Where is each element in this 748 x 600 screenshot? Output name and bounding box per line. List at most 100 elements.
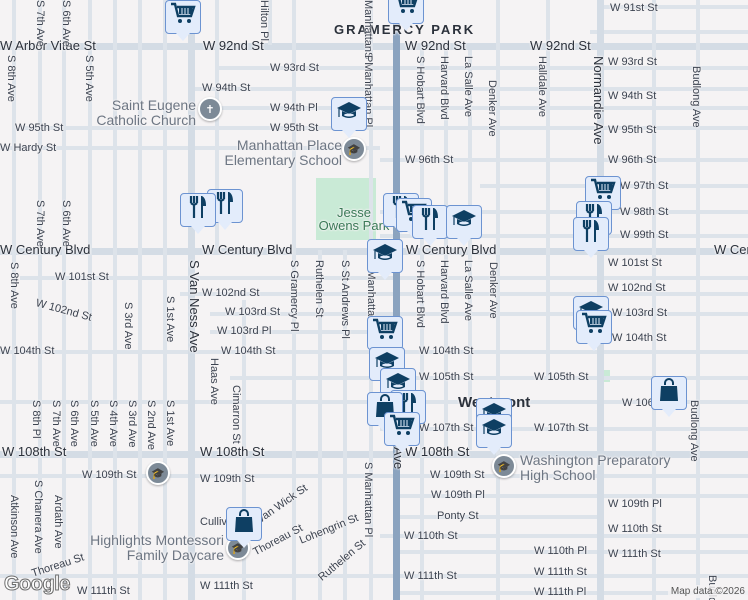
map-marker-shopping-cart[interactable] <box>388 0 424 31</box>
road-ruthelen-st <box>318 250 322 600</box>
road-w-98th-st <box>380 210 748 214</box>
road-s-manhattan-pl <box>369 0 373 600</box>
school-icon <box>385 370 411 400</box>
poi-label-highlights-montessori[interactable]: Highlights Montessori Family Daycare <box>84 533 224 563</box>
street-label: S 5th Ave <box>88 400 100 447</box>
map-marker-school[interactable] <box>331 97 367 138</box>
shopping-cart-icon <box>389 414 415 444</box>
street-label: W 94th St <box>608 90 657 102</box>
street-label: W 104th St <box>0 345 55 357</box>
street-label: W Arbor Vitae St <box>0 38 96 53</box>
poi-label-saint-eugene-church[interactable]: Saint Eugene Catholic Church <box>88 98 196 128</box>
road-s-hobart-blvd <box>420 50 424 600</box>
road-w-109th-st <box>0 474 748 478</box>
street-label: W 96th St <box>405 154 454 166</box>
street-label: S 6th Ave <box>68 400 80 447</box>
street-label: Ruthelen St <box>313 260 325 318</box>
poi-label-washington-prep[interactable]: Washington Preparatory High School <box>520 453 670 483</box>
poi-label-line1: Manhattan Place <box>236 137 342 153</box>
shopping-cart-icon <box>393 0 419 22</box>
road-ponty-st <box>400 515 600 519</box>
road-s-st-andrews-pl <box>343 250 347 600</box>
road <box>652 0 656 600</box>
street-label: S Gramercy Pl <box>288 260 300 332</box>
road-harvard-blvd <box>444 50 448 450</box>
street-label: S St Andrews Pl <box>339 260 351 339</box>
street-label: W 103rd St <box>612 307 668 319</box>
road <box>590 30 748 34</box>
map-marker-school[interactable] <box>446 205 482 246</box>
street-label: S Manhattan Pl <box>362 462 374 538</box>
map-marker-shopping-cart[interactable] <box>367 316 403 357</box>
road-w-94th-pl <box>215 106 748 110</box>
map-marker-restaurant[interactable] <box>573 217 609 258</box>
map-marker-school[interactable] <box>476 414 512 455</box>
poi-label-line2: Catholic Church <box>96 112 196 128</box>
restaurant-icon <box>185 195 211 225</box>
map-marker-shopping-cart[interactable] <box>384 412 420 453</box>
street-label: Denker Ave <box>486 80 498 137</box>
street-label: W Century Blvd <box>0 242 91 257</box>
street-label: W 104th St <box>612 332 667 344</box>
school-icon[interactable]: 🎓 <box>146 461 170 485</box>
street-label: Haas Ave <box>208 358 220 405</box>
map-marker-shopping-cart[interactable] <box>576 310 612 351</box>
street-label: Manhattan Pl <box>362 0 374 65</box>
school-icon[interactable]: 🎓 <box>492 454 516 478</box>
street-label: S 7th Ave <box>50 400 62 447</box>
street-label: W 94th Pl <box>270 102 318 114</box>
road-w-107th-st <box>380 427 748 431</box>
street-label: W 95th St <box>270 122 319 134</box>
road <box>38 0 42 600</box>
street-label: W 110th St <box>608 523 662 535</box>
road <box>113 0 117 600</box>
map-marker-shopping-bag[interactable] <box>226 507 262 548</box>
street-label: W 103rd Pl <box>217 325 272 337</box>
street-label: W Century Blvd <box>406 242 497 257</box>
street-label: W 111th Pl <box>534 586 587 598</box>
street-label: S Hobart Blvd <box>414 56 426 124</box>
street-label: W 93rd St <box>270 62 319 74</box>
shopping-cart-icon <box>581 312 607 342</box>
street-label: W 111th St <box>77 585 130 597</box>
street-label: S 3rd Ave <box>126 400 138 448</box>
street-label: La Salle Ave <box>462 56 474 117</box>
road <box>12 0 16 600</box>
street-label: W 95th St <box>608 124 657 136</box>
road <box>62 0 66 600</box>
street-label: W 105th St <box>419 371 474 383</box>
street-label: Van Wick St <box>254 482 310 526</box>
poi-label-line1: Washington Preparatory <box>520 452 671 468</box>
road-w-111th-st <box>0 574 748 578</box>
map-marker-shopping-cart[interactable] <box>165 0 201 41</box>
poi-label-manhattan-place-elementary[interactable]: Manhattan Place Elementary School <box>224 138 342 168</box>
road-w-108th-st <box>0 451 748 458</box>
school-icon[interactable]: 🎓 <box>342 137 366 161</box>
road-budlong-ave <box>696 0 700 600</box>
road-w-103rd-st <box>210 312 748 316</box>
restaurant-icon <box>212 191 238 221</box>
map-attribution[interactable]: Map data ©2026 <box>667 585 748 598</box>
street-label: S 1st Ave <box>164 400 176 447</box>
street-label: W 108th St <box>2 444 67 459</box>
street-label: W 108th St <box>405 444 470 459</box>
street-label: W 109th Pl <box>431 489 485 501</box>
street-label: W 92nd St <box>405 38 466 53</box>
poi-label-line2: Family Daycare <box>126 547 224 563</box>
park-label-line2: Owens Park <box>318 218 390 233</box>
road <box>242 300 246 600</box>
map-marker-restaurant[interactable] <box>412 205 448 246</box>
street-label: Normandie Ave <box>591 56 606 145</box>
church-icon[interactable]: ✝ <box>198 97 222 121</box>
street-label: Budlong Ave <box>690 66 702 128</box>
map-marker-restaurant[interactable] <box>180 193 216 234</box>
street-label: W 102nd St <box>608 282 666 294</box>
street-label: W 92nd St <box>203 38 264 53</box>
map-marker-school[interactable] <box>367 239 403 280</box>
street-label: W 92nd St <box>530 38 591 53</box>
park-label-jesse-owens: Jesse Owens Park <box>316 206 392 232</box>
street-label: W Century Blvd <box>202 242 293 257</box>
poi-label-line1: Saint Eugene <box>111 97 196 113</box>
map-marker-shopping-bag[interactable] <box>651 376 687 417</box>
